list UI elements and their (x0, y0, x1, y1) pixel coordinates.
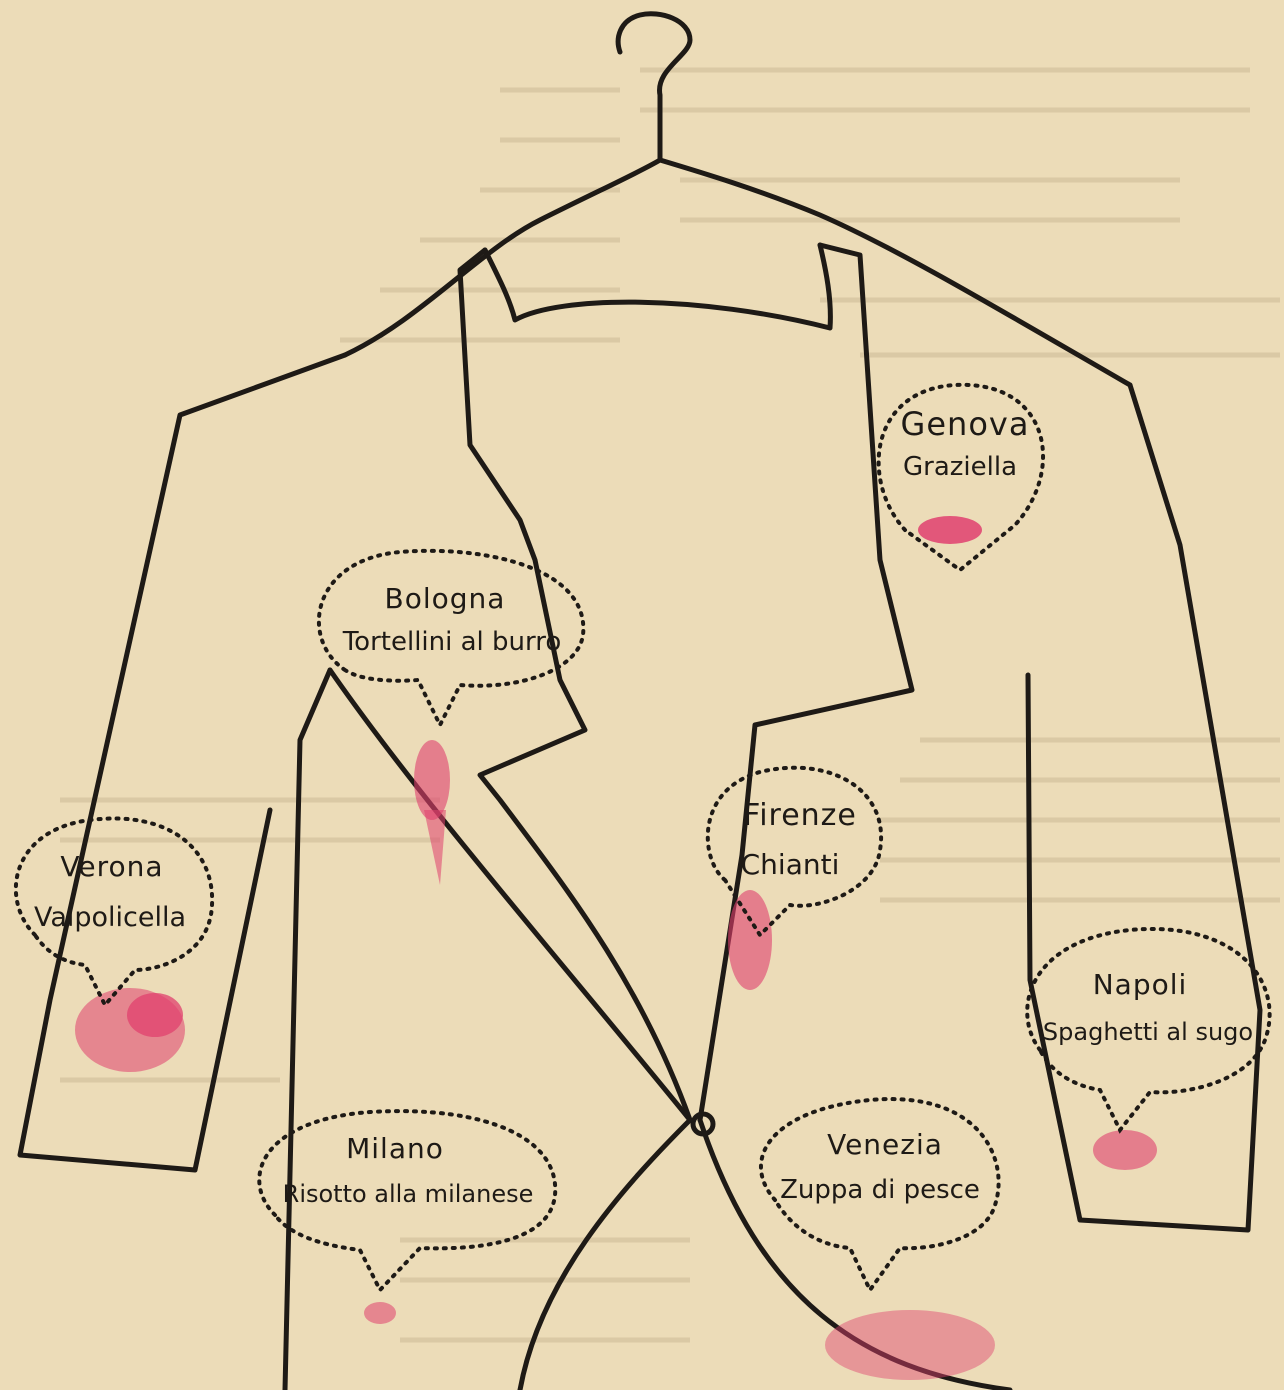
stain-bologna (414, 740, 450, 820)
firenze-city-label: Firenze (743, 798, 857, 833)
verona-city-label: Verona (60, 850, 163, 883)
milano-city-label: Milano (346, 1132, 444, 1165)
bologna-item-label: Tortellini al burro (343, 627, 562, 657)
stain-napoli (1093, 1130, 1157, 1170)
genova-item-label: Graziella (903, 452, 1017, 482)
verona-item-label: Valpolicella (34, 902, 186, 933)
genova-city-label: Genova (901, 405, 1030, 443)
stain-verona-core (127, 993, 183, 1037)
stain-bologna-drip (424, 810, 446, 885)
napoli-city-label: Napoli (1093, 968, 1188, 1001)
stain-genova-kiss (918, 516, 982, 544)
firenze-item-label: Chianti (741, 848, 840, 881)
milano-item-label: Risotto alla milanese (283, 1180, 534, 1208)
speech-bubbles (16, 385, 1270, 1290)
stain-firenze (728, 890, 772, 990)
venezia-city-label: Venezia (827, 1128, 943, 1161)
napoli-item-label: Spaghetti al sugo (1043, 1018, 1253, 1046)
bologna-city-label: Bologna (385, 582, 506, 615)
venezia-item-label: Zuppa di pesce (780, 1175, 980, 1205)
stain-milano (364, 1302, 396, 1324)
stain-venezia (825, 1310, 995, 1380)
stains (75, 516, 1157, 1380)
